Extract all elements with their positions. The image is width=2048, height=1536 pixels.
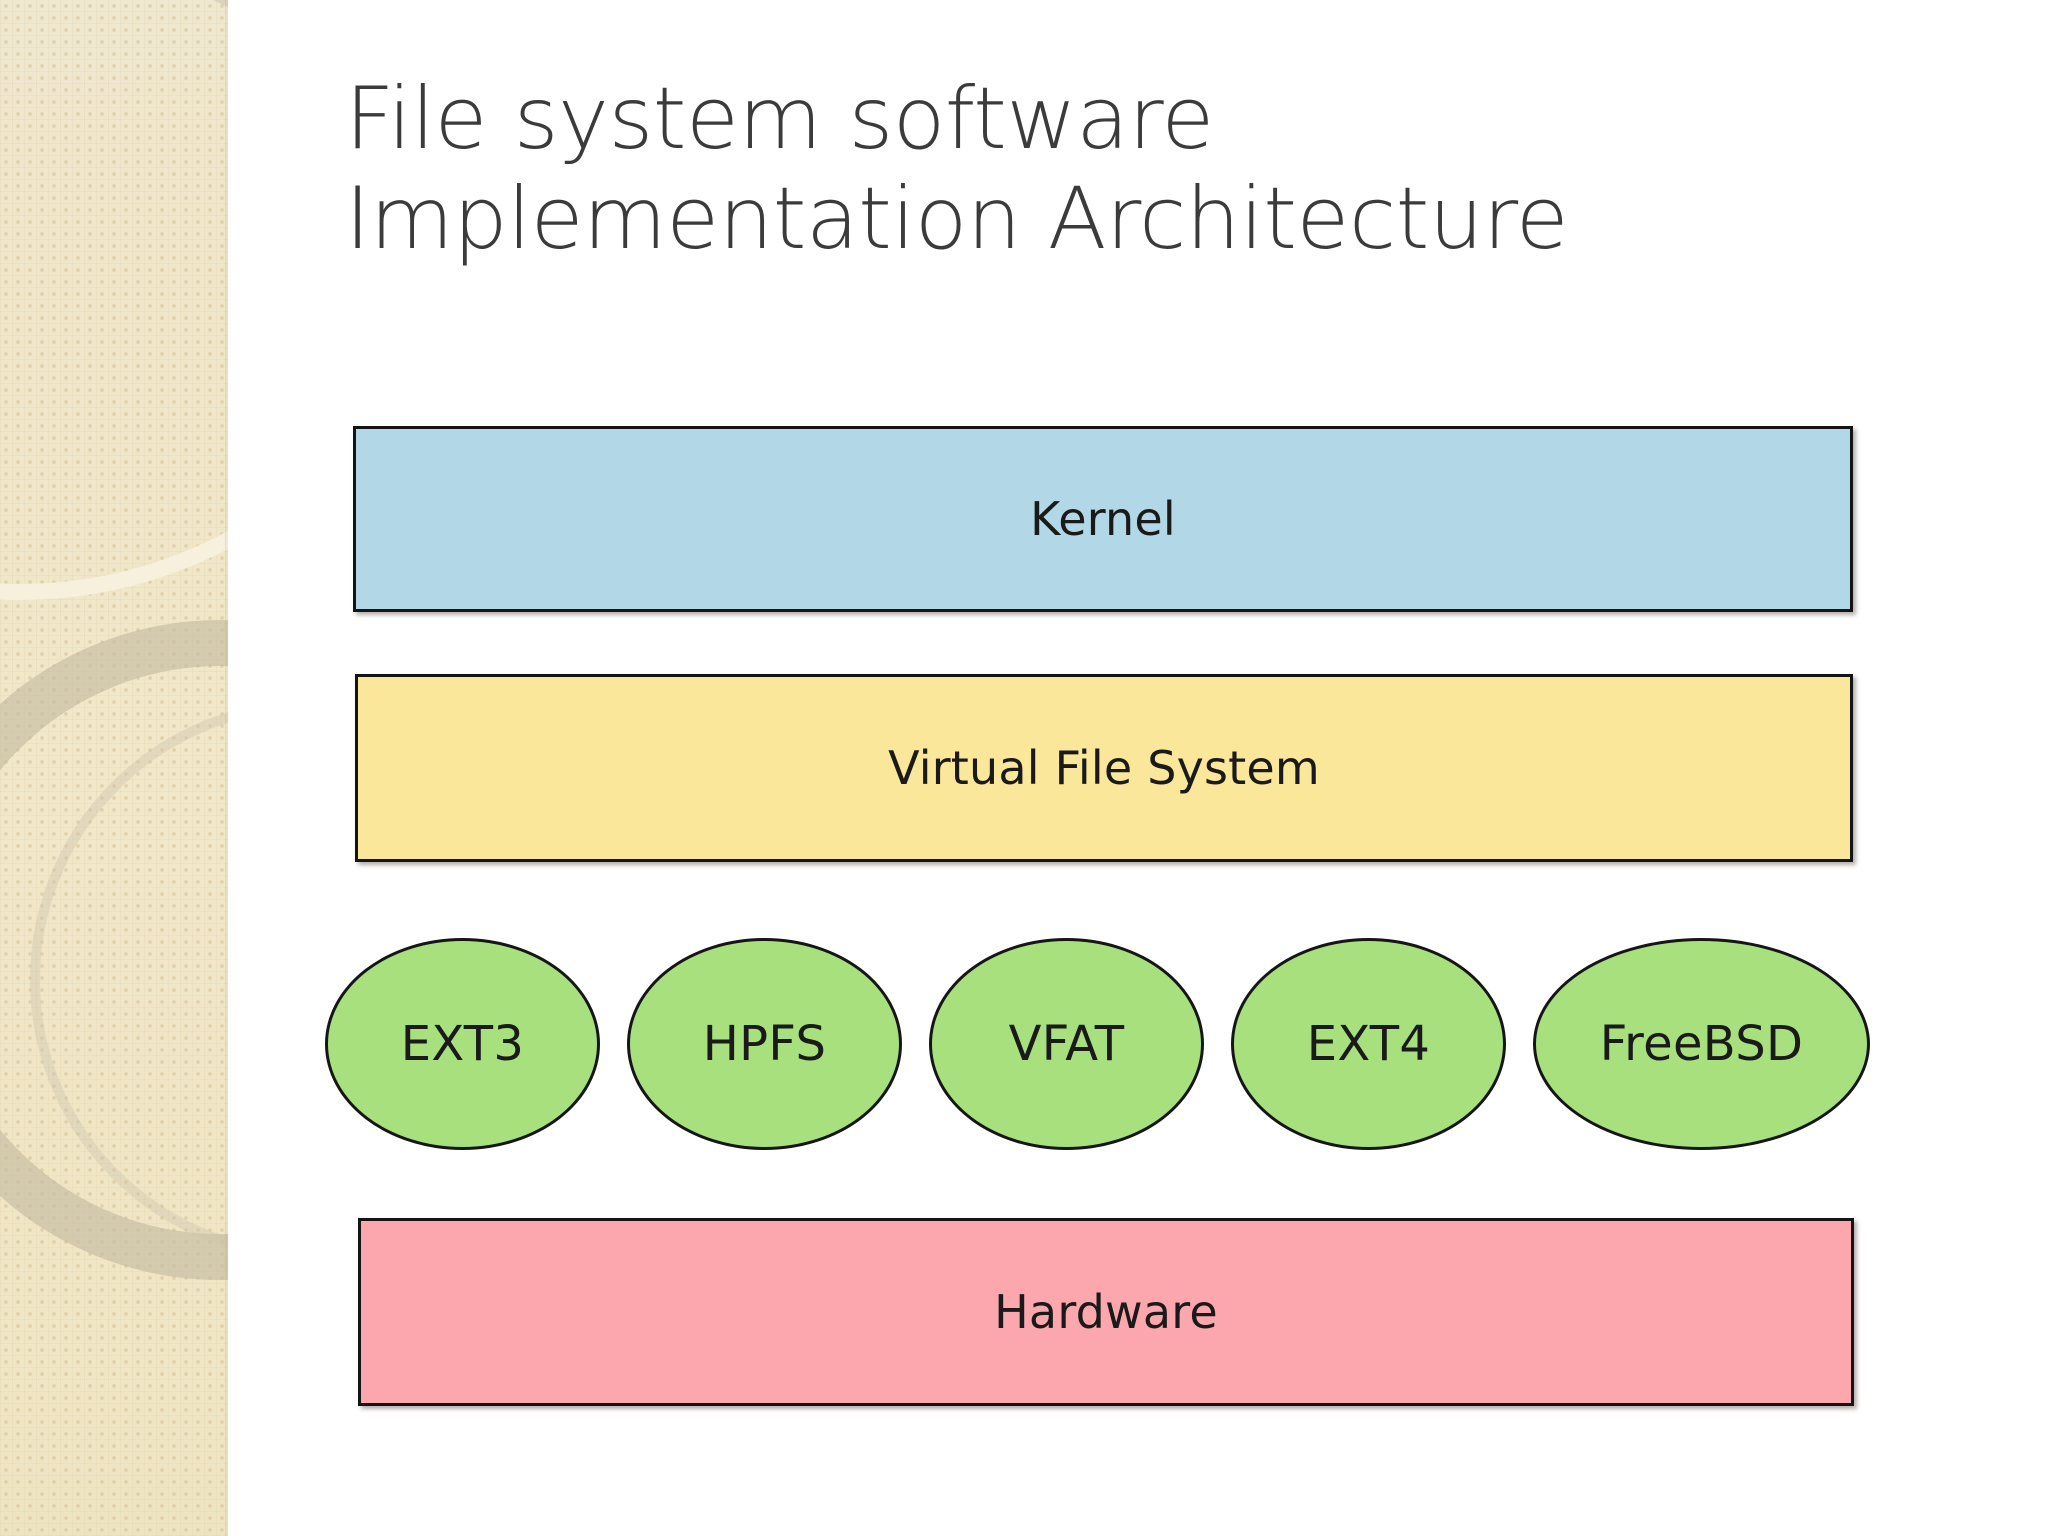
- filesystem-ellipse-hpfs[interactable]: HPFS: [627, 938, 902, 1150]
- layer-box-hardware[interactable]: Hardware: [358, 1218, 1854, 1406]
- filesystem-ellipse-row: EXT3 HPFS VFAT EXT4 FreeBSD: [325, 938, 1870, 1150]
- decorative-sidebar: [0, 0, 228, 1536]
- filesystem-label-freebsd: FreeBSD: [1599, 1016, 1804, 1072]
- layer-box-virtual-file-system[interactable]: Virtual File System: [355, 674, 1853, 862]
- sidebar-edge: [225, 0, 228, 1536]
- filesystem-label-ext3: EXT3: [400, 1016, 525, 1072]
- layer-label-virtual-file-system: Virtual File System: [888, 741, 1320, 795]
- cream-ring-decoration-icon: [0, 0, 228, 600]
- layer-label-kernel: Kernel: [1030, 492, 1176, 546]
- filesystem-ellipse-ext3[interactable]: EXT3: [325, 938, 600, 1150]
- filesystem-label-ext4: EXT4: [1306, 1016, 1431, 1072]
- layer-label-hardware: Hardware: [994, 1285, 1218, 1339]
- title-line-1: File system software: [345, 69, 1214, 169]
- filesystem-ellipse-ext4[interactable]: EXT4: [1231, 938, 1506, 1150]
- slide-title: File system software Implementation Arch…: [345, 69, 1905, 270]
- layer-box-kernel[interactable]: Kernel: [353, 426, 1853, 612]
- title-line-2: Implementation Architecture: [345, 168, 1569, 269]
- filesystem-ellipse-vfat[interactable]: VFAT: [929, 938, 1204, 1150]
- filesystem-label-vfat: VFAT: [1008, 1016, 1125, 1072]
- filesystem-label-hpfs: HPFS: [702, 1016, 827, 1072]
- filesystem-ellipse-freebsd[interactable]: FreeBSD: [1533, 938, 1870, 1150]
